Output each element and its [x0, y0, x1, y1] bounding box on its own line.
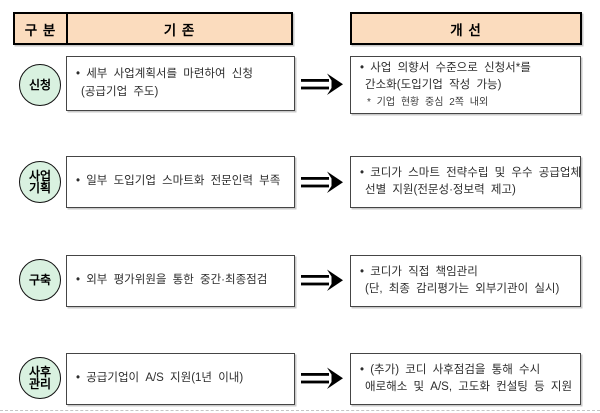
after-box-build: • 코디가 직접 책임관리 (단, 최종 감리평가는 외부기관이 실시) [350, 255, 581, 307]
before-text-line: • 외부 평가위원을 통한 중간·최종점검 [76, 274, 268, 287]
after-text-line: 애로해소 및 A/S, 고도화 컨설팅 등 지원 [365, 381, 573, 393]
category-badge-build: 구축 [19, 259, 61, 301]
category-label: 구축 [28, 272, 52, 287]
category-label: 관리 [28, 377, 52, 391]
category-label: 기획 [28, 181, 52, 195]
after-text-line: • 사업 의향서 수준으로 신청서*를 [360, 61, 531, 74]
category-badge-aftercare: 사후 관리 [19, 357, 61, 399]
before-box-planning: • 일부 도입기업 스마트화 전문인력 부족 [66, 156, 295, 208]
after-text-line: • 코디가 직접 책임관리 [360, 265, 478, 278]
header-after: 개 선 [350, 12, 582, 45]
category-label: 신청 [28, 77, 52, 92]
header-category: 구 분 [15, 14, 68, 43]
after-text-line: • (추가) 코디 사후점검을 통해 수시 [360, 363, 541, 376]
double-arrow-icon [300, 72, 344, 97]
before-text-line: (공급기업 주도) [81, 85, 159, 98]
before-box-application: • 세부 사업계획서를 마련하여 신청 (공급기업 주도) [66, 56, 295, 111]
category-badge-planning: 사업 기획 [19, 161, 61, 203]
category-badge-application: 신청 [19, 64, 61, 106]
header-before: 기 존 [163, 22, 196, 38]
table-header-left: 구 분 기 존 [13, 12, 293, 45]
page-edge-dotted-line [0, 410, 600, 411]
after-box-application: • 사업 의향서 수준으로 신청서*를 간소화(도입기업 작성 가능) * 기업… [350, 56, 581, 114]
before-text-line: • 일부 도입기업 스마트화 전문인력 부족 [76, 175, 281, 188]
double-arrow-icon [300, 268, 344, 293]
after-box-planning: • 코디가 스마트 전략수립 및 우수 공급업체 선별 지원(전문성·정보력 제… [350, 156, 581, 208]
after-box-aftercare: • (추가) 코디 사후점검을 통해 수시 애로해소 및 A/S, 고도화 컨설… [350, 353, 581, 405]
after-text-line: • 코디가 스마트 전략수립 및 우수 공급업체 [360, 166, 582, 179]
category-label: 사후 [28, 364, 52, 379]
before-text-line: • 공급기업이 A/S 지원(1년 이내) [76, 372, 244, 385]
after-text-line: 간소화(도입기업 작성 가능) [365, 79, 502, 91]
double-arrow-icon [300, 170, 344, 195]
after-text-line: (단, 최종 감리평가는 외부기관이 실시) [365, 283, 560, 295]
before-box-aftercare: • 공급기업이 A/S 지원(1년 이내) [66, 353, 295, 405]
double-arrow-icon [300, 366, 344, 391]
category-label: 사업 [28, 168, 52, 183]
before-box-build: • 외부 평가위원을 통한 중간·최종점검 [66, 255, 295, 307]
before-text-line: • 세부 사업계획서를 마련하여 신청 [76, 68, 253, 80]
after-footnote-line: * 기업 현황 중심 2쪽 내외 [367, 96, 489, 108]
after-text-line: 선별 지원(전문성·정보력 제고) [365, 184, 516, 196]
